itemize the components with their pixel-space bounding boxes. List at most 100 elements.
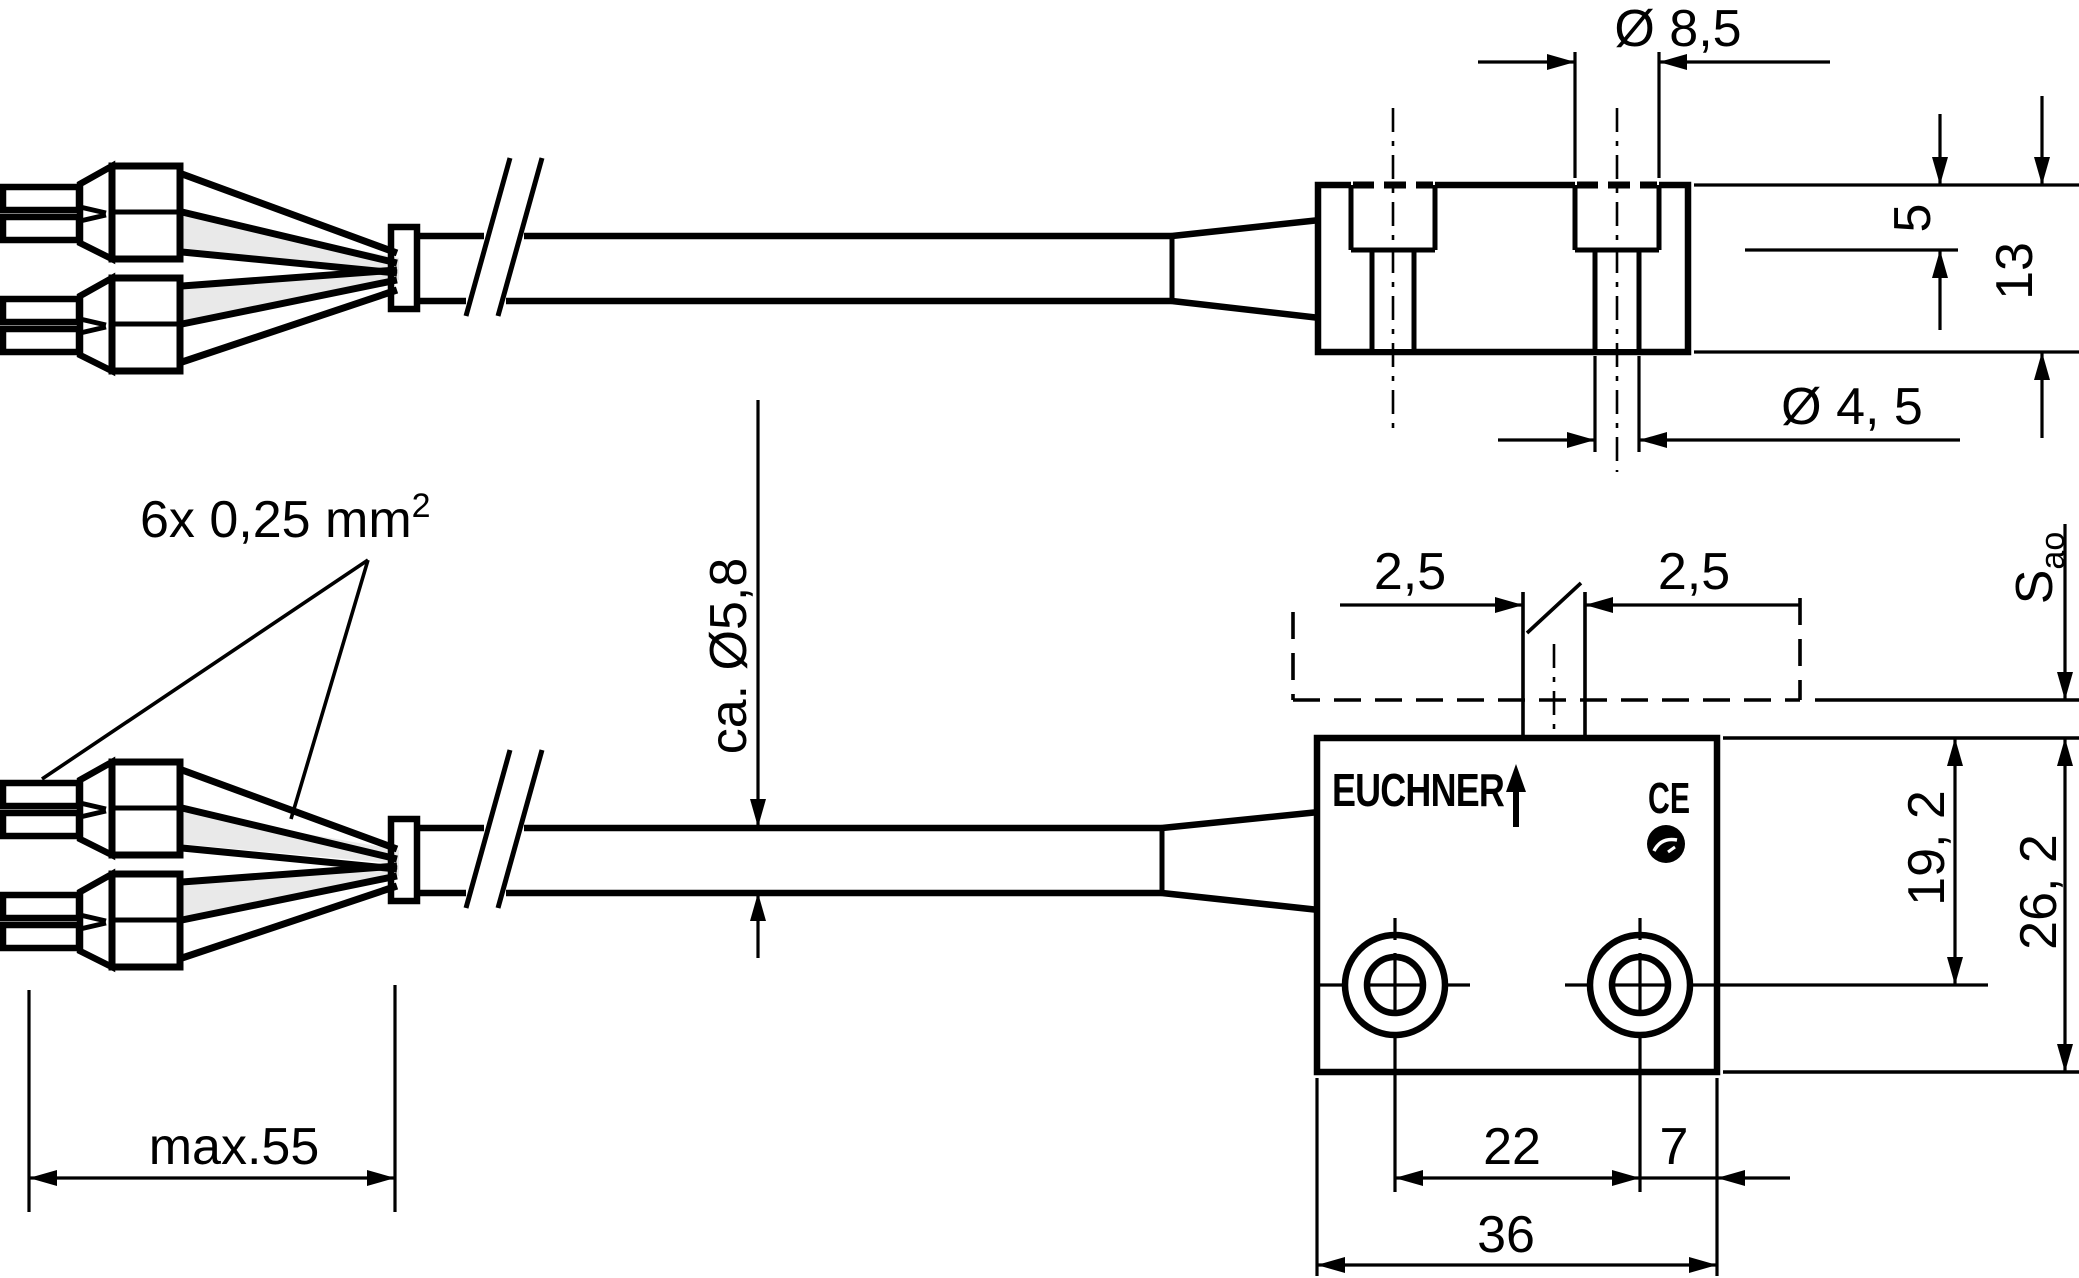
actuator-zone — [1291, 581, 1802, 737]
wire-line — [181, 862, 398, 886]
arrowhead — [1395, 1170, 1423, 1186]
wire-ferrule-pin — [0, 891, 83, 922]
arrowhead — [2057, 738, 2073, 766]
arrowhead — [1317, 1257, 1345, 1273]
extension-line — [1593, 356, 1641, 452]
dim-label-block-width: 36 — [1477, 1206, 1535, 1264]
housing-outline — [1313, 734, 1721, 1076]
dim-switching-distance: Sao — [1815, 524, 2079, 702]
dim-counterbore-depth: 5 — [1745, 114, 1958, 330]
dim-block-thickness: 13 — [1694, 96, 2079, 438]
dim-label-through-hole-diameter: Ø 4, 5 — [1781, 378, 1923, 436]
arrowhead — [1567, 432, 1595, 448]
boot-notch — [79, 204, 107, 224]
ce-mark: CE — [1648, 774, 1690, 823]
dim-through-hole-diameter: Ø 4, 5 — [1498, 356, 1960, 452]
cable-sheath-end — [387, 223, 421, 313]
wire-size-text: 6x 0,25 mm — [140, 491, 412, 549]
dim-max-wire-length: max.55 — [27, 985, 397, 1212]
arrowhead — [750, 893, 766, 921]
leader-line — [40, 558, 370, 820]
dim-label-switching-distance: Sao — [2006, 532, 2072, 605]
break-mark — [463, 157, 513, 317]
arrowhead — [1547, 54, 1575, 70]
wire-line — [180, 170, 399, 257]
arrowhead — [1932, 250, 1948, 278]
certification-mark-icon — [1647, 825, 1685, 863]
boot-notch — [79, 800, 107, 820]
wire-ferrule-pin — [0, 809, 83, 840]
wire-shade — [182, 812, 399, 864]
wire-ferrule-pin — [0, 921, 83, 952]
cable-sheath-end — [387, 815, 421, 905]
mounting-block-section — [1314, 108, 1692, 472]
through-hole-right-outline — [1592, 250, 1642, 349]
dim-label-offset-right: 2,5 — [1658, 543, 1730, 601]
wire-line — [181, 276, 398, 328]
extension-line — [1694, 183, 2079, 354]
up-arrow-icon — [1506, 764, 1526, 792]
arrowhead — [2034, 352, 2050, 380]
arrowhead — [1947, 957, 1963, 985]
break-mark — [495, 157, 545, 317]
certification-detail — [1667, 845, 1676, 854]
wire-line — [180, 882, 399, 962]
certification-detail — [1652, 837, 1678, 852]
extension-line — [27, 985, 397, 1212]
dim-label-cable-diameter: ca. Ø5,8 — [700, 558, 758, 755]
cable-gland-taper — [1161, 808, 1320, 832]
block-hatched-body — [1314, 181, 1692, 356]
arrowhead — [367, 1170, 395, 1186]
mounting-hole-left — [1320, 918, 1470, 1039]
through-hole-left-outline — [1369, 250, 1417, 349]
arrowhead — [750, 799, 766, 827]
wire-assembly — [0, 756, 421, 973]
wire-shade — [182, 216, 399, 272]
dim-label-max-wire-length: max.55 — [149, 1118, 320, 1176]
dim-label-hole-to-edge: 7 — [1660, 1118, 1689, 1176]
wire-ferrule-pin — [0, 295, 83, 326]
cable-gland-taper — [1161, 889, 1320, 914]
arrowhead — [1947, 738, 1963, 766]
dim-cable-diameter: ca. Ø5,8 — [700, 400, 766, 958]
wire-ferrule-pin — [0, 183, 83, 214]
dim-label-block-height: 26, 2 — [2010, 834, 2068, 950]
arrowhead — [2057, 1044, 2073, 1072]
bottom-view-plan: ca. Ø5,8 2,5 2,5 EUCHNER CE — [0, 400, 2079, 1276]
wire-line — [180, 766, 399, 853]
dim-label-counterbore-diameter: Ø 8,5 — [1614, 0, 1741, 58]
wire-line — [181, 208, 398, 267]
center-slash-mark — [1525, 581, 1583, 635]
arrowhead — [1612, 1170, 1640, 1186]
actuator-dashed-outline — [1291, 598, 1802, 702]
sao-symbol: S — [2006, 570, 2064, 605]
cable — [417, 157, 1321, 322]
wire-shade — [182, 266, 399, 322]
dim-label-block-thickness: 13 — [1986, 242, 2044, 300]
arrowhead — [2057, 672, 2073, 700]
boot-notch — [79, 316, 107, 336]
mounting-hole-right — [1565, 918, 1694, 1039]
arrowhead — [1495, 597, 1523, 613]
wire-line — [180, 286, 399, 366]
wire-size-superscript: 2 — [412, 487, 431, 525]
arrowhead — [1639, 432, 1667, 448]
dim-label-hole-spacing: 22 — [1483, 1118, 1541, 1176]
dim-label-hole-axis: 19, 2 — [1898, 790, 1956, 906]
dim-center-offsets: 2,5 2,5 — [1340, 543, 1800, 613]
boot-notch — [79, 912, 107, 932]
arrowhead — [1585, 597, 1613, 613]
wire-ferrule-pin — [0, 779, 83, 810]
wire-line — [181, 872, 398, 924]
dim-hole-axis-from-top: 19, 2 — [1690, 736, 2079, 987]
arrowhead — [2034, 157, 2050, 185]
wire-assembly — [0, 160, 421, 377]
arrowhead — [1717, 1170, 1745, 1186]
sao-subscript: ao — [2034, 532, 2072, 570]
euchner-logo: EUCHNER — [1332, 764, 1505, 816]
cable-gland-taper — [1171, 216, 1321, 240]
wire-size-label: 6x 0,25 mm2 — [140, 487, 431, 549]
dim-counterbore-diameter: Ø 8,5 — [1478, 0, 1830, 178]
